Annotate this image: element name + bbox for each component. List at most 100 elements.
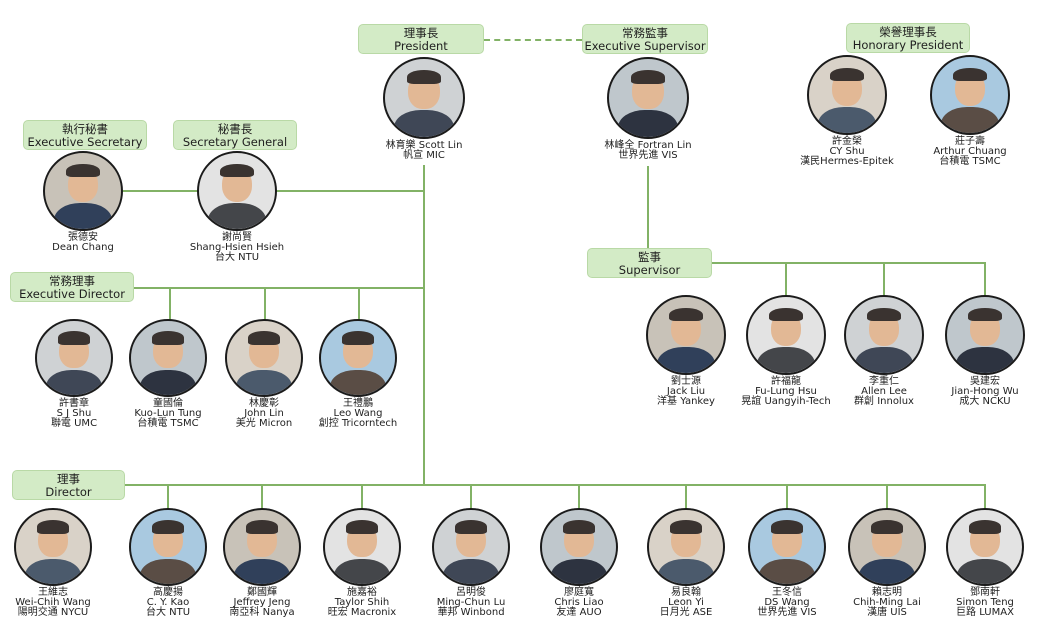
avatar	[540, 508, 618, 586]
connector	[169, 287, 171, 320]
connector	[125, 484, 986, 486]
connector	[470, 484, 472, 510]
person-text: 鄭國輝	[247, 587, 277, 598]
person-text: 漢唐 UIS	[867, 607, 907, 618]
connector	[578, 484, 580, 510]
person-text: C. Y. Kao	[146, 597, 190, 608]
connector	[361, 484, 363, 510]
person-text: 美光 Micron	[235, 418, 293, 429]
person-text: 日月光 ASE	[659, 607, 713, 618]
person-text: 施嘉裕	[347, 587, 377, 598]
avatar	[225, 319, 303, 397]
person-text: Jian-Hong Wu	[951, 386, 1019, 397]
connector	[785, 262, 787, 296]
connector	[883, 262, 885, 296]
avatar	[129, 508, 207, 586]
avatar	[14, 508, 92, 586]
person-text: 華邦 Winbond	[437, 607, 505, 618]
avatar	[129, 319, 207, 397]
avatar	[746, 295, 826, 375]
avatar	[646, 295, 726, 375]
person-text: Taylor Shih	[334, 597, 390, 608]
person-text: 聯電 UMC	[50, 418, 98, 429]
person-text: 鄧南軒	[970, 587, 1000, 598]
person-text: 高慶揚	[153, 587, 183, 598]
person-text: Arthur Chuang	[933, 146, 1007, 157]
connector	[984, 484, 986, 510]
avatar	[383, 57, 465, 139]
person-text: 王冬信	[772, 587, 802, 598]
person-text: 成大 NCKU	[959, 396, 1011, 407]
person-text: Jeffrey Jeng	[233, 597, 291, 608]
person-text: 旺宏 Macronix	[327, 607, 397, 618]
person-text: 張德安	[68, 232, 98, 243]
person-text: 李重仁	[869, 376, 899, 387]
person-text: 林慶彰	[249, 398, 279, 409]
person-text: 劉士源	[671, 376, 701, 387]
avatar	[930, 55, 1010, 135]
connector	[261, 484, 263, 510]
connector	[167, 484, 169, 510]
person-text: 友達 AUO	[556, 607, 602, 618]
avatar	[43, 151, 123, 231]
person-text: Shang-Hsien Hsieh	[189, 242, 285, 253]
person-text: Simon Teng	[956, 597, 1014, 608]
person-text: 陽明交通 NYCU	[17, 607, 89, 618]
person-text: 世界先進 VIS	[757, 607, 817, 618]
person-text: 王禮鵬	[343, 398, 373, 409]
person-text: Kuo-Lun Tung	[134, 408, 202, 419]
person-text: Fu-Lung Hsu	[755, 386, 817, 397]
person-text: Wei-Chih Wang	[15, 597, 91, 608]
person-text: 台積電 TSMC	[939, 156, 1001, 167]
avatar	[844, 295, 924, 375]
connector	[685, 484, 687, 510]
person-text: 童國倫	[153, 398, 183, 409]
person-text: 呂明俊	[456, 587, 486, 598]
person-text: 世界先進 VIS	[618, 150, 678, 161]
person-text: 南亞科 Nanya	[229, 607, 295, 618]
person-text: 漢民Hermes-Epitek	[800, 156, 894, 167]
person-text: Leon Yi	[668, 597, 704, 608]
person-text: S J Shu	[56, 408, 92, 419]
person-text: 廖庭寬	[564, 587, 594, 598]
person-text: John Lin	[244, 408, 284, 419]
avatar	[223, 508, 301, 586]
person-text: CY Shu	[829, 146, 865, 157]
connector	[358, 287, 360, 320]
person-text: 巨路 LUMAX	[956, 607, 1014, 618]
person-text: Allen Lee	[861, 386, 907, 397]
person-text: Jack Liu	[666, 386, 706, 397]
person-text: Ming-Chun Lu	[436, 597, 506, 608]
connector	[423, 165, 425, 486]
avatar	[848, 508, 926, 586]
person-text: 台大 NTU	[214, 252, 260, 263]
person-text: 謝尚賢	[222, 232, 252, 243]
person-text: 王維志	[38, 587, 68, 598]
person-text: 創控 Tricorntech	[318, 418, 398, 429]
person-text: 莊子壽	[955, 136, 985, 147]
person-text: 林育樂 Scott Lin	[385, 140, 463, 151]
avatar	[807, 55, 887, 135]
connector	[712, 262, 986, 264]
person-text: 許福龍	[771, 376, 801, 387]
avatar	[945, 295, 1025, 375]
avatar	[35, 319, 113, 397]
person-text: 群創 Innolux	[854, 396, 914, 407]
person-text: 台積電 TSMC	[137, 418, 199, 429]
